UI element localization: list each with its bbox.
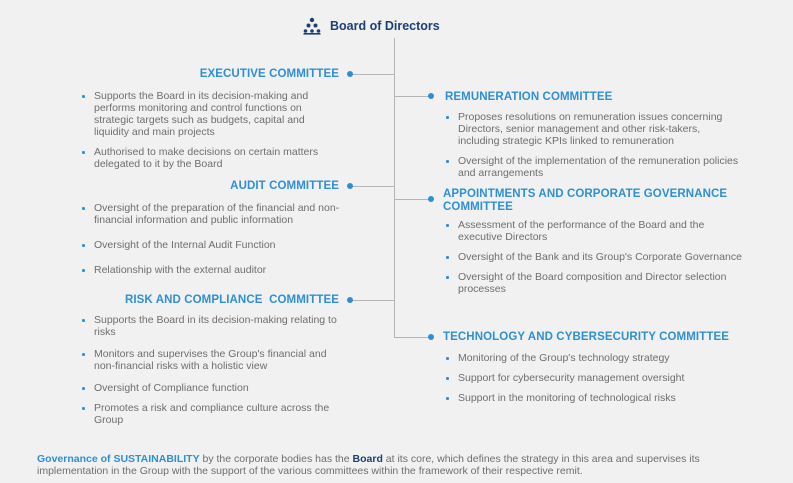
main-connector	[394, 38, 395, 338]
node-appointments	[428, 196, 434, 202]
list-item: Oversight of the implementation of the r…	[444, 155, 744, 179]
node-remuneration	[428, 93, 434, 99]
connector-risk	[352, 300, 394, 301]
list-item: Assessment of the performance of the Boa…	[444, 219, 744, 243]
connector-remuneration	[394, 96, 430, 97]
list-item: Monitors and supervises the Group's fina…	[80, 348, 342, 372]
list-item: Promotes a risk and compliance culture a…	[80, 402, 342, 426]
list-item: Authorised to make decisions on certain …	[80, 146, 342, 170]
list-item: Proposes resolutions on remuneration iss…	[444, 111, 744, 147]
list-item: Supports the Board in its decision-makin…	[80, 314, 342, 338]
risk-committee-list: Supports the Board in its decision-makin…	[80, 314, 342, 434]
connector-audit	[352, 186, 394, 187]
technology-committee-title: TECHNOLOGY AND CYBERSECURITY COMMITTEE	[443, 331, 729, 343]
remuneration-committee-title: REMUNERATION COMMITTEE	[445, 91, 613, 103]
connector-executive	[352, 74, 394, 75]
audit-committee-list: Oversight of the preparation of the fina…	[80, 202, 342, 284]
node-executive	[347, 71, 353, 77]
list-item: Oversight of the Bank and its Group's Co…	[444, 251, 744, 263]
list-item: Oversight of the Internal Audit Function	[80, 239, 342, 251]
org-chart-icon	[303, 17, 321, 35]
risk-committee-title: RISK AND COMPLIANCE COMMITTEE	[124, 294, 339, 306]
list-item: Monitoring of the Group's technology str…	[444, 352, 744, 364]
executive-committee-title: EXECUTIVE COMMITTEE	[199, 68, 339, 80]
list-item: Support for cybersecurity management ove…	[444, 372, 744, 384]
list-item: Oversight of Compliance function	[80, 382, 342, 394]
node-risk	[347, 297, 353, 303]
appointments-committee-list: Assessment of the performance of the Boa…	[444, 219, 744, 303]
audit-committee-title: AUDIT COMMITTEE	[230, 180, 339, 192]
node-audit	[347, 183, 353, 189]
node-technology	[428, 334, 434, 340]
board-title: Board of Directors	[330, 19, 440, 33]
list-item: Relationship with the external auditor	[80, 264, 342, 276]
appointments-committee-title: APPOINTMENTS AND CORPORATE GOVERNANCE CO…	[443, 188, 728, 213]
connector-appointments	[394, 199, 430, 200]
executive-committee-list: Supports the Board in its decision-makin…	[80, 90, 342, 178]
list-item: Supports the Board in its decision-makin…	[80, 90, 342, 138]
list-item: Support in the monitoring of technologic…	[444, 392, 744, 404]
sustainability-statement: Governance of SUSTAINABILITY by the corp…	[37, 453, 767, 477]
board-highlight: Board	[352, 453, 383, 465]
list-item: Oversight of the Board composition and D…	[444, 271, 744, 295]
remuneration-committee-list: Proposes resolutions on remuneration iss…	[444, 111, 744, 187]
footer-text-1: by the corporate bodies has the	[199, 453, 353, 465]
sustainability-highlight: Governance of SUSTAINABILITY	[37, 453, 200, 465]
footer-text-2: at its core, which defines the strategy …	[37, 453, 700, 477]
connector-technology	[394, 337, 430, 338]
technology-committee-list: Monitoring of the Group's technology str…	[444, 352, 744, 412]
list-item: Oversight of the preparation of the fina…	[80, 202, 342, 226]
